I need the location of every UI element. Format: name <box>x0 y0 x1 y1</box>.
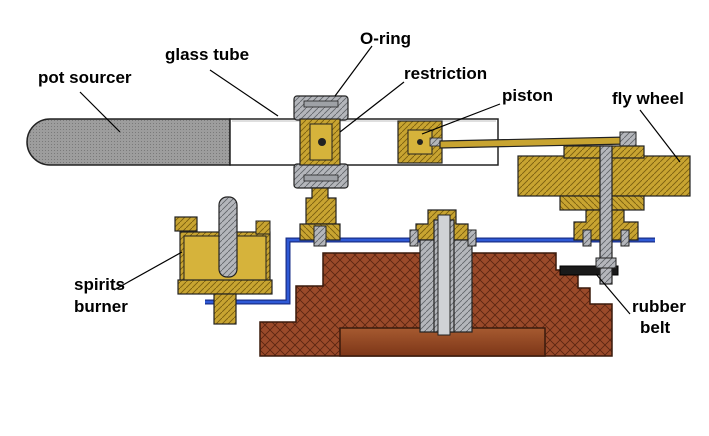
pot-sourcer <box>26 118 231 166</box>
block-connector <box>299 187 341 247</box>
label-pot-sourcer: pot sourcer <box>38 68 132 87</box>
label-restriction: restriction <box>404 64 487 83</box>
leader-lines <box>79 45 681 315</box>
label-spirits: spirits <box>74 275 125 294</box>
center-bearing <box>409 209 477 336</box>
spirits-burner <box>174 196 273 325</box>
label-rubber: rubber <box>632 297 686 316</box>
rubber-belt <box>559 265 619 276</box>
fly-wheel-support <box>573 145 639 285</box>
label-fly-wheel: fly wheel <box>612 89 684 108</box>
label-burner: burner <box>74 297 128 316</box>
label-glass-tube: glass tube <box>165 45 249 64</box>
label-o-ring: O-ring <box>360 29 411 48</box>
restriction-block <box>293 95 349 189</box>
piston <box>397 120 443 164</box>
label-piston: piston <box>502 86 553 105</box>
label-belt: belt <box>640 318 671 337</box>
